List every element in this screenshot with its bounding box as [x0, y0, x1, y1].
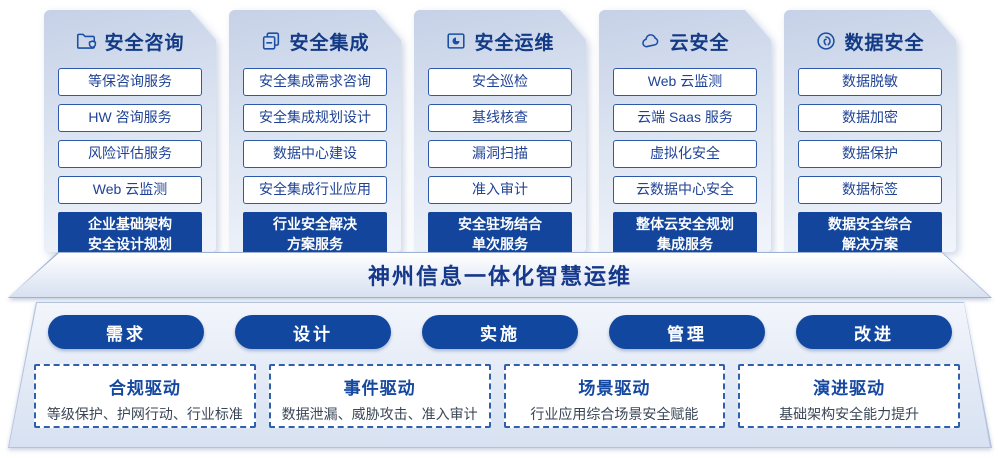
column-title: 安全咨询	[104, 32, 185, 54]
service-item: Web 云监测	[58, 176, 202, 204]
cloud-icon	[640, 30, 662, 52]
column-header: 安全咨询	[58, 26, 202, 56]
banner: 神州信息一体化智慧运维	[0, 252, 1000, 298]
highlight-line: 企业基础架构	[88, 216, 172, 233]
driver-title: 场景驱动	[578, 379, 651, 398]
column-header: 云安全	[613, 26, 757, 56]
service-item: 虚拟化安全	[613, 140, 757, 168]
service-item: 安全巡检	[428, 68, 572, 96]
fingerprint-icon	[815, 30, 837, 52]
driver-event: 事件驱动 数据泄漏、威胁攻击、准入审计	[268, 364, 491, 428]
service-item: 基线核查	[428, 104, 572, 132]
driver-desc: 数据泄漏、威胁攻击、准入审计	[281, 406, 478, 422]
column-cloud-security: 云安全 Web 云监测 云端 Saas 服务 虚拟化安全 云数据中心安全 整体云…	[599, 10, 771, 252]
highlight-service: 安全驻场结合 单次服务	[428, 212, 572, 258]
service-item: 数据标签	[798, 176, 942, 204]
phase-pill-requirements: 需求	[48, 315, 204, 349]
driver-title: 合规驱动	[108, 379, 181, 398]
driver-scenario: 场景驱动 行业应用综合场景安全赋能	[503, 364, 726, 428]
highlight-service: 整体云安全规划 集成服务	[613, 212, 757, 258]
driver-desc: 基础架构安全能力提升	[779, 406, 920, 422]
service-item: 云端 Saas 服务	[613, 104, 757, 132]
folder-shield-icon	[75, 30, 97, 52]
service-item: 安全集成行业应用	[243, 176, 387, 204]
service-item: HW 咨询服务	[58, 104, 202, 132]
column-security-operations: 安全运维 安全巡检 基线核查 漏洞扫描 准入审计 安全驻场结合 单次服务	[414, 10, 586, 252]
service-item: Web 云监测	[613, 68, 757, 96]
highlight-line: 集成服务	[657, 236, 713, 252]
service-item: 数据中心建设	[243, 140, 387, 168]
highlight-line: 整体云安全规划	[636, 216, 734, 233]
service-item: 等保咨询服务	[58, 68, 202, 96]
column-title: 云安全	[669, 32, 730, 54]
service-item: 准入审计	[428, 176, 572, 204]
phase-pill-management: 管理	[609, 315, 765, 349]
column-title: 数据安全	[844, 32, 925, 54]
driver-desc: 等级保护、护网行动、行业标准	[46, 406, 243, 422]
phase-pill-design: 设计	[235, 315, 391, 349]
copy-docs-icon	[260, 30, 282, 52]
service-item: 风险评估服务	[58, 140, 202, 168]
service-item: 安全集成规划设计	[243, 104, 387, 132]
highlight-line: 方案服务	[287, 236, 343, 252]
highlight-line: 行业安全解决	[273, 216, 357, 233]
column-title: 安全运维	[474, 32, 555, 54]
column-header: 数据安全	[798, 26, 942, 56]
highlight-service: 行业安全解决 方案服务	[243, 212, 387, 258]
driver-desc: 行业应用综合场景安全赋能	[530, 406, 699, 422]
driver-title: 演进驱动	[813, 379, 886, 398]
highlight-line: 单次服务	[472, 236, 528, 252]
driver-row: 合规驱动 等级保护、护网行动、行业标准 事件驱动 数据泄漏、威胁攻击、准入审计 …	[34, 364, 960, 428]
service-item: 漏洞扫描	[428, 140, 572, 168]
highlight-line: 安全设计规划	[88, 236, 172, 252]
column-security-consulting: 安全咨询 等保咨询服务 HW 咨询服务 风险评估服务 Web 云监测 企业基础架…	[44, 10, 216, 252]
highlight-line: 解决方案	[842, 236, 898, 252]
service-item: 云数据中心安全	[613, 176, 757, 204]
column-security-integration: 安全集成 安全集成需求咨询 安全集成规划设计 数据中心建设 安全集成行业应用 行…	[229, 10, 401, 252]
service-item: 数据加密	[798, 104, 942, 132]
column-data-security: 数据安全 数据脱敏 数据加密 数据保护 数据标签 数据安全综合 解决方案	[784, 10, 956, 252]
column-header: 安全集成	[243, 26, 387, 56]
driver-evolution: 演进驱动 基础架构安全能力提升	[738, 364, 960, 428]
phase-pill-improvement: 改进	[796, 315, 952, 349]
service-item: 数据脱敏	[798, 68, 942, 96]
driver-title: 事件驱动	[343, 379, 416, 398]
phase-pill-implementation: 实施	[422, 315, 578, 349]
highlight-service: 数据安全综合 解决方案	[798, 212, 942, 258]
column-title: 安全集成	[289, 32, 370, 54]
phase-row: 需求 设计 实施 管理 改进	[48, 315, 952, 349]
driver-compliance: 合规驱动 等级保护、护网行动、行业标准	[34, 364, 256, 428]
column-header: 安全运维	[428, 26, 572, 56]
service-item: 数据保护	[798, 140, 942, 168]
folder-chart-icon	[445, 30, 467, 52]
highlight-line: 安全驻场结合	[458, 216, 542, 233]
highlight-service: 企业基础架构 安全设计规划	[58, 212, 202, 258]
highlight-line: 数据安全综合	[828, 216, 912, 233]
banner-title: 神州信息一体化智慧运维	[367, 264, 632, 289]
service-item: 安全集成需求咨询	[243, 68, 387, 96]
